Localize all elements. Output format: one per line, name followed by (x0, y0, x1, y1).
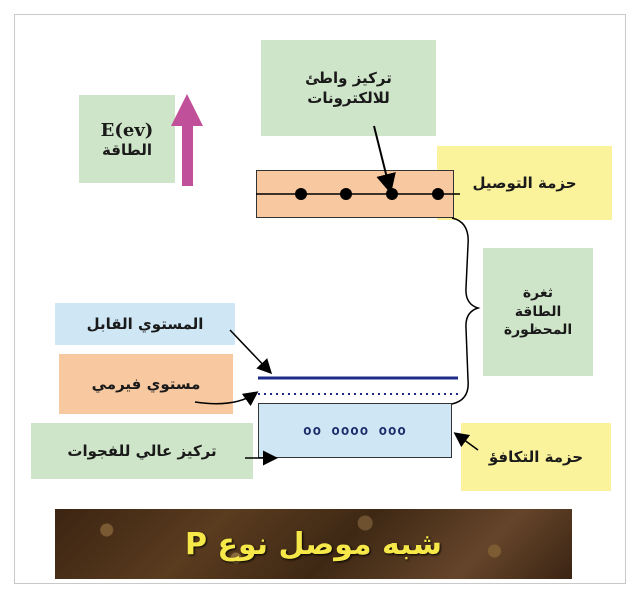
energy-axis-label-ar: الطاقة (102, 140, 152, 159)
hole-concentration-label: تركيز عالي للفجوات (31, 423, 253, 479)
energy-axis-label-en: E(ev) (100, 119, 154, 141)
electron-dot (340, 188, 352, 200)
electron-concentration-arrow (373, 125, 396, 194)
fermi-level-arrow (194, 391, 259, 407)
fermi-level-label: مستوي فيرمي (59, 354, 233, 414)
energy-axis-label-box: E(ev) الطاقة (79, 95, 175, 183)
p-type-banner: شبه موصل نوع P (55, 509, 572, 579)
energy-gap-brace (451, 217, 481, 405)
energy-gap-label: ثغرة الطاقة المحظورة (483, 248, 593, 376)
energy-arrow-icon (171, 94, 203, 186)
valence-band-arrow (453, 432, 479, 451)
banner-title: شبه موصل نوع P (185, 526, 442, 562)
electron-concentration-label: تركيز واطئ للالكترونات (261, 40, 436, 136)
electron-dot (295, 188, 307, 200)
conduction-band-label: حزمة التوصيل (437, 146, 612, 220)
electron-dot (432, 188, 444, 200)
acceptor-level-arrow (229, 329, 273, 375)
valence-band-label: حزمة التكافؤ (461, 423, 611, 491)
valence-band: oo oooo ooo (258, 403, 452, 458)
acceptor-level-label: المستوي القابل (55, 303, 235, 345)
electron-dot (386, 188, 398, 200)
holes-row: oo oooo ooo (303, 422, 407, 439)
